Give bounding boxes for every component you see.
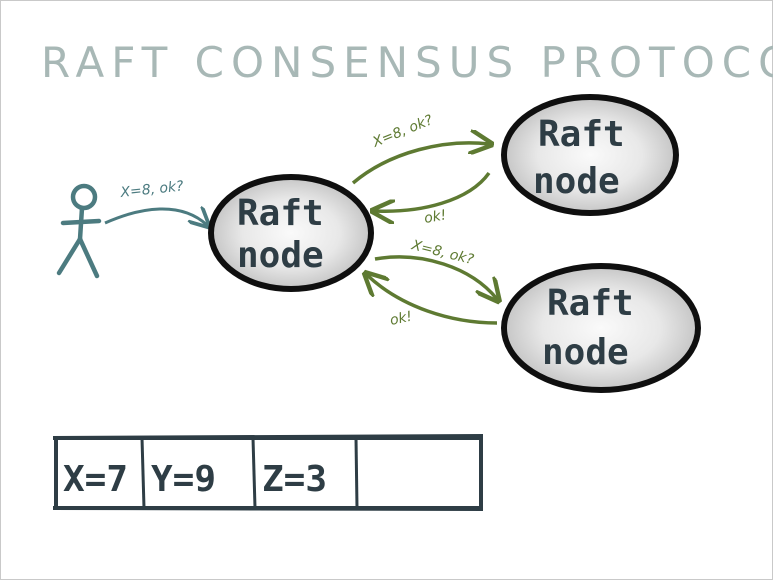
log-entry: Y=9 — [151, 459, 216, 500]
stick-figure-icon — [56, 183, 102, 279]
follower-node-bottom: Raft node — [501, 263, 701, 393]
reply-label-top: ok! — [423, 207, 448, 227]
follower-top-label-line1: Raft — [538, 114, 625, 155]
request-arrow-top — [351, 143, 489, 185]
reply-label-bottom: ok! — [389, 309, 414, 329]
log-entry: Z=3 — [262, 459, 327, 500]
reply-arrow-bottom — [367, 275, 498, 325]
client-request-label: X=8, ok? — [119, 178, 185, 201]
reply-arrow-top — [375, 171, 491, 211]
log-entry: X=7 — [63, 459, 128, 500]
leader-node-label-line1: Raft — [237, 193, 324, 234]
follower-bottom-label-line1: Raft — [547, 283, 634, 324]
leader-node-label-line2: node — [237, 235, 324, 276]
follower-bottom-label-line2: node — [542, 332, 629, 373]
log-table: X=7 Y=9 Z=3 — [52, 434, 484, 511]
diagram-title: RAFT CONSENSUS PROTOCOL — [41, 38, 773, 87]
request-arrow-bottom — [374, 255, 497, 299]
request-label-top: X=8, ok? — [370, 112, 436, 151]
follower-top-label-line2: node — [533, 161, 620, 202]
client-request-arrow — [104, 209, 207, 225]
leader-node: Raft node — [208, 174, 374, 292]
follower-node-top: Raft node — [501, 94, 679, 216]
